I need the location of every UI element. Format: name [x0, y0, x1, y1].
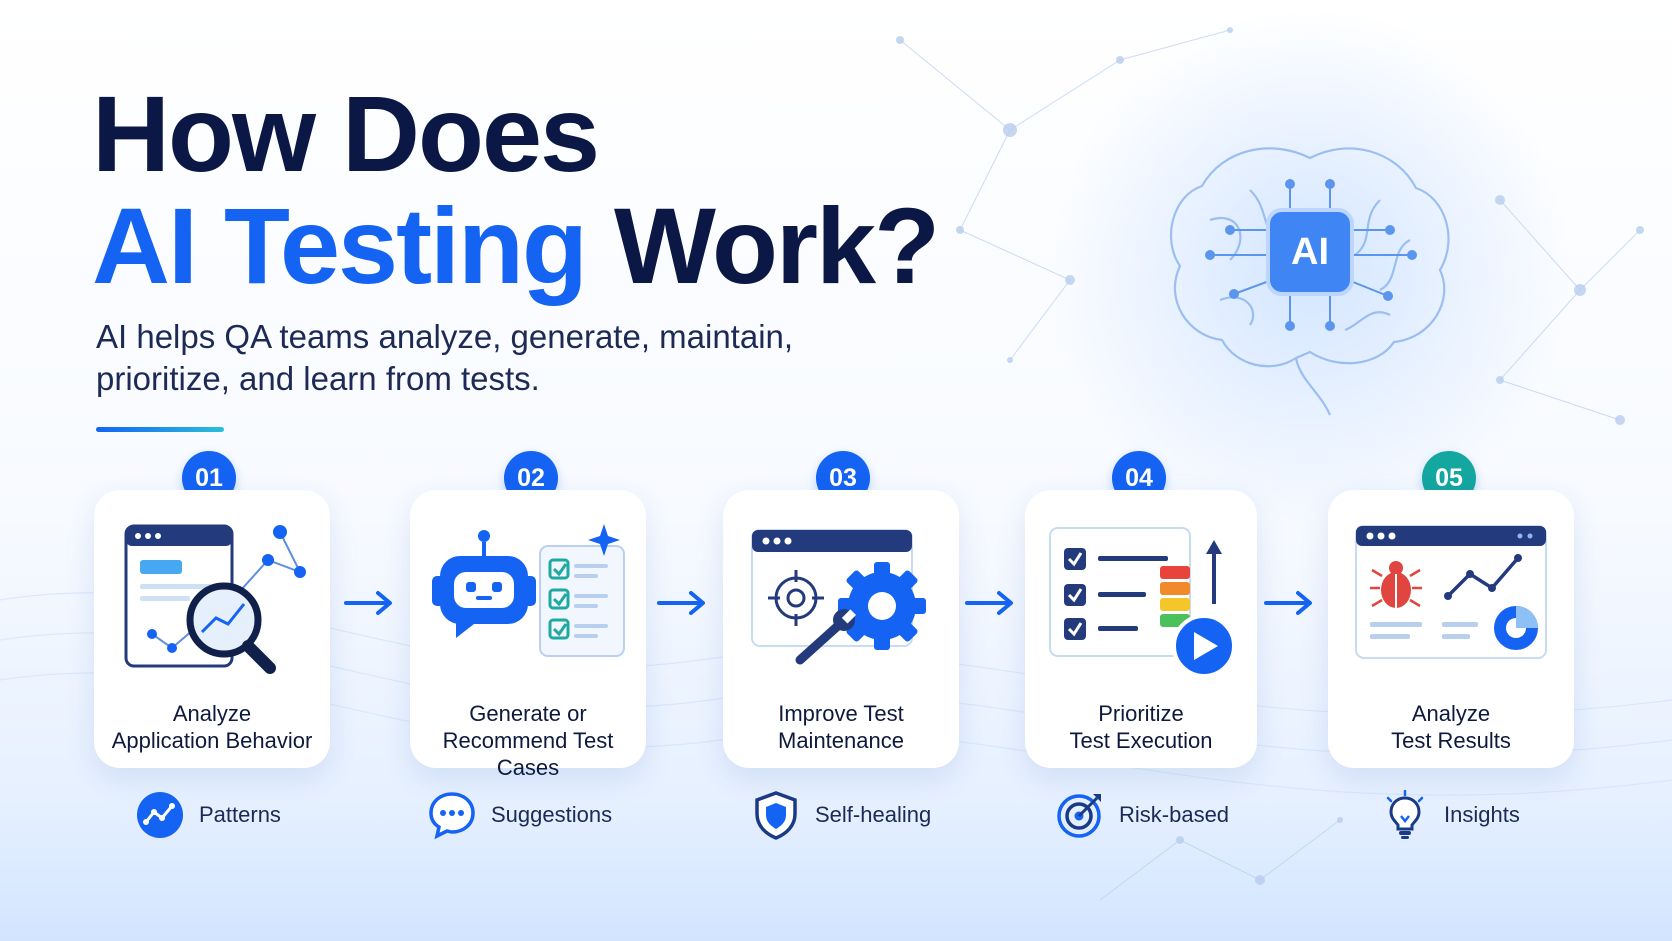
shield-icon: [755, 791, 797, 840]
lightbulb-icon: [1386, 790, 1424, 839]
title-end: Work?: [614, 185, 940, 306]
title-line-1: How Does: [92, 73, 600, 194]
magnifier-graph-icon: [124, 524, 306, 674]
title-accent: AI Testing: [92, 185, 588, 306]
feature-tag: Self-healing: [751, 788, 931, 842]
robot-checklist-icon: [432, 524, 625, 657]
feature-label: Insights: [1444, 802, 1520, 827]
feature-tag: Risk-based: [1055, 788, 1229, 842]
arrow-right-icon: [657, 591, 705, 615]
page-title: How Does AI Testing Work?: [92, 73, 940, 302]
bug-dashboard-icon: [1355, 525, 1547, 659]
feature-label: Self-healing: [815, 802, 932, 827]
accent-divider: [96, 427, 224, 432]
feature-tag: Suggestions: [427, 788, 612, 842]
chat-bubble-icon: [429, 792, 475, 840]
feature-tag: Patterns: [135, 788, 281, 842]
gear-wrench-icon: [751, 529, 926, 665]
feature-label: Patterns: [199, 802, 281, 827]
feature-tag: Insights: [1380, 788, 1520, 842]
trend-chart-icon: [137, 792, 183, 838]
ai-brain-icon: AI: [1169, 147, 1450, 416]
arrow-right-icon: [344, 591, 392, 615]
priority-list-icon: [1049, 527, 1234, 676]
feature-label: Suggestions: [491, 802, 613, 827]
subtitle: AI helps QA teams analyze, generate, mai…: [96, 318, 794, 397]
feature-label: Risk-based: [1119, 802, 1230, 827]
target-icon: [1057, 794, 1101, 838]
arrow-right-icon: [965, 591, 1013, 615]
arrow-right-icon: [1264, 591, 1312, 615]
ai-chip-label: AI: [1291, 231, 1329, 273]
